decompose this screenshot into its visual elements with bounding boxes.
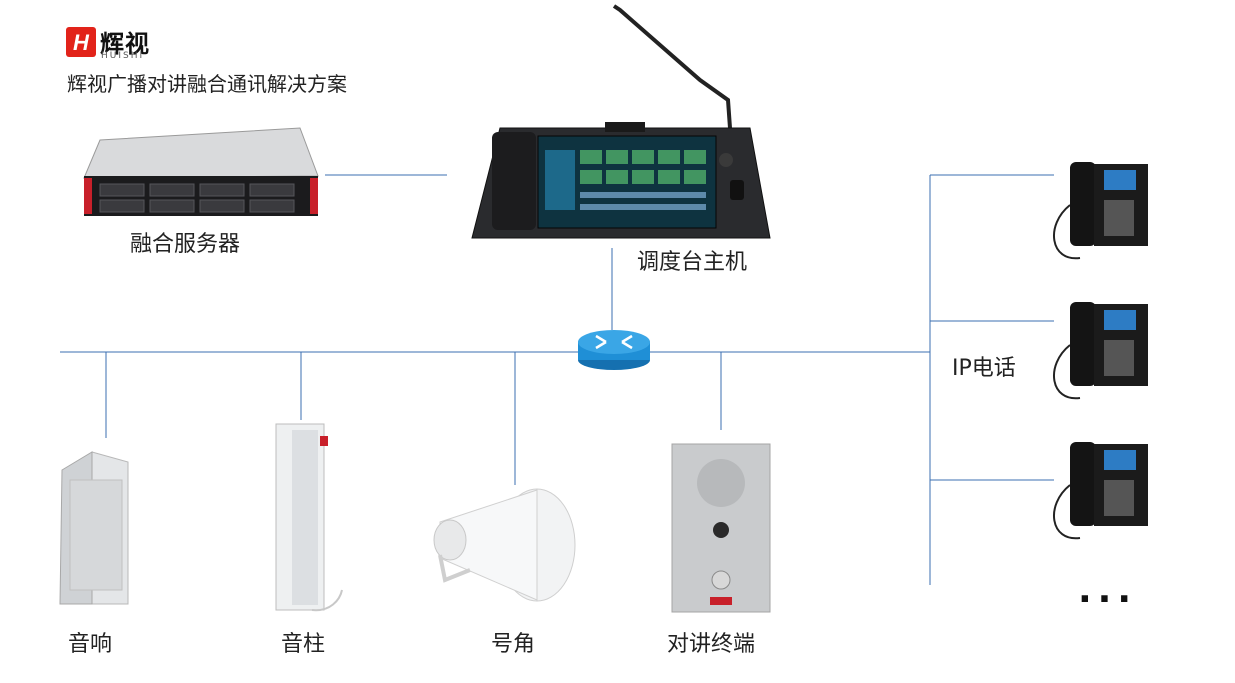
server-label: 融合服务器 [130,232,241,257]
horn-icon [433,488,576,602]
speaker-icon [59,451,129,605]
brand-name: 辉视 [100,30,150,58]
brand-logo-letter: H [73,30,90,55]
column-speaker-label: 音柱 [281,632,326,657]
intercom-label: 对讲终端 [667,632,756,657]
connection-lines [60,174,1054,585]
ip-phone-icon-2 [1053,302,1148,400]
column-speaker-icon [275,423,343,612]
ip-phone-icon-3 [1053,442,1148,540]
router-icon [578,330,650,370]
ip-phone-icon-1 [1053,162,1148,260]
console-label: 调度台主机 [637,250,748,275]
brand-subtitle: HUISHI [101,51,145,61]
horn-label: 号角 [491,632,536,657]
server-icon [83,127,319,216]
speaker-label: 音响 [68,632,113,657]
more-devices-ellipsis: ... [1078,570,1138,611]
page-title: 辉视广播对讲融合通讯解决方案 [67,72,347,96]
brand-logo-icon: H [66,27,96,57]
console-icon [471,4,771,239]
ip-phone-label: IP电话 [952,356,1016,381]
intercom-terminal-icon [671,443,771,613]
